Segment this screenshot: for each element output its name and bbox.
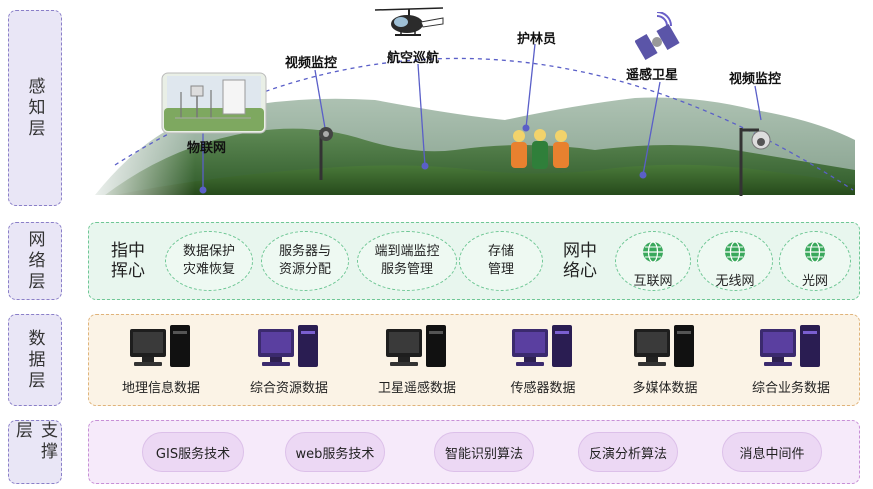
computer-icon [256,323,322,371]
label-video-monitor-2: 视频监控 [729,68,781,87]
optical-node: 光网 [779,231,851,291]
label-video-monitor-1: 视频监控 [285,52,337,71]
iot-station-image [161,72,267,134]
network-center-title: 网中 络心 [563,241,597,281]
surveillance-camera-icon [309,120,339,180]
data-label: 传感器数据 [481,377,605,396]
data-label: 卫星遥感数据 [355,377,479,396]
data-layer-panel: 地理信息数据 综合资源数据 卫星遥感数据 [88,314,860,406]
oval-data-protection: 数据保护 灾难恢复 [165,231,253,291]
data-item: 传感器数据 [481,323,605,396]
wireless-node: 无线网 [697,231,773,291]
oval-server-resource: 服务器与 资源分配 [261,231,349,291]
data-item: 综合资源数据 [227,323,351,396]
data-item: 地理信息数据 [99,323,223,396]
support-item-web: web服务技术 [285,432,385,472]
label-forest-ranger: 护林员 [517,28,556,47]
support-item-recognition: 智能识别算法 [434,432,534,472]
data-label: 综合资源数据 [227,377,351,396]
oval-storage-management: 存储 管理 [459,231,543,291]
dome-camera-icon [731,118,775,196]
forest-rangers-image [507,128,573,172]
command-center-title: 指中 挥心 [111,241,145,281]
data-label: 地理信息数据 [99,377,223,396]
internet-label: 互联网 [616,270,690,289]
globe-icon [804,241,826,263]
label-aerial-patrol: 航空巡航 [387,47,439,66]
wireless-label: 无线网 [698,270,772,289]
layer-label-support: 支撑层 [8,420,62,484]
support-item-middleware: 消息中间件 [722,432,822,472]
data-label: 多媒体数据 [603,377,727,396]
data-label: 综合业务数据 [729,377,853,396]
computer-icon [758,323,824,371]
layer-label-data: 数据层 [8,314,62,406]
internet-node: 互联网 [615,231,691,291]
network-layer-panel: 指中 挥心 数据保护 灾难恢复 服务器与 资源分配 端到端监控 服务管理 存储 … [88,222,860,300]
perception-scene: 物联网 视频监控 航空巡航 护林员 遥感卫星 视频监控 [75,0,865,205]
helicopter-icon [371,2,447,42]
computer-icon [632,323,698,371]
oval-end-to-end-monitoring: 端到端监控 服务管理 [357,231,457,291]
computer-icon [384,323,450,371]
satellite-icon [635,12,681,62]
label-remote-sensing-satellite: 遥感卫星 [626,64,678,83]
support-item-inversion: 反演分析算法 [578,432,678,472]
computer-icon [128,323,194,371]
optical-label: 光网 [780,270,850,289]
label-iot: 物联网 [187,137,226,156]
support-item-gis: GIS服务技术 [142,432,244,472]
data-item: 多媒体数据 [603,323,727,396]
data-item: 综合业务数据 [729,323,853,396]
data-item: 卫星遥感数据 [355,323,479,396]
globe-icon [724,241,746,263]
computer-icon [510,323,576,371]
globe-icon [642,241,664,263]
layer-label-network: 网络层 [8,222,62,300]
layer-label-perception: 感知层 [8,10,62,206]
